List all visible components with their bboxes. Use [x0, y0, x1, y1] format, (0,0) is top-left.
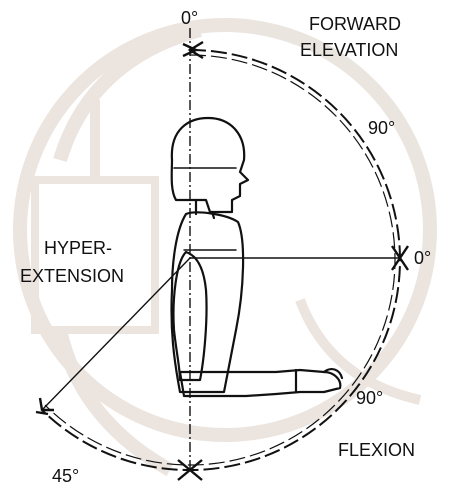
label-upper-ninety: 90° — [368, 118, 395, 138]
label-hyperextension-1: HYPER- — [44, 238, 112, 258]
label-forward-elevation-1: FORWARD — [309, 14, 401, 34]
label-hyperextension-2: EXTENSION — [20, 266, 124, 286]
neck — [196, 200, 214, 218]
label-lower-ninety: 90° — [356, 388, 383, 408]
label-top-zero: 0° — [181, 8, 198, 28]
label-forward-elevation-2: ELEVATION — [300, 40, 398, 60]
human-figure — [171, 118, 342, 396]
label-forty-five: 45° — [52, 466, 79, 486]
head — [172, 118, 248, 212]
label-right-zero: 0° — [414, 248, 431, 268]
label-flexion: FLEXION — [338, 440, 415, 460]
